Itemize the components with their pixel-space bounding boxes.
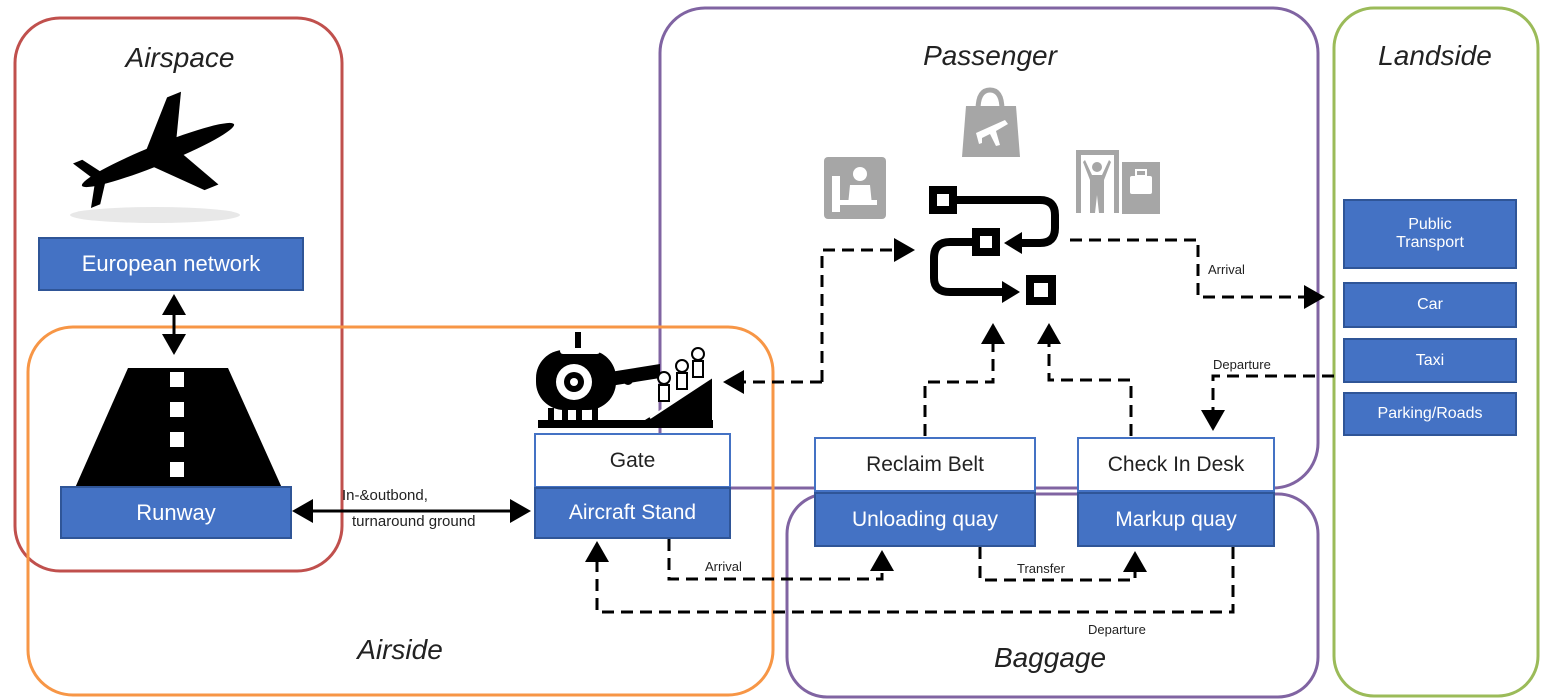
- bag-arrival-label: Arrival: [705, 559, 742, 574]
- process-flow-icon: [929, 186, 1059, 305]
- european-network-box: European network: [38, 237, 304, 291]
- passport-control-icon: [824, 157, 886, 219]
- gate-to-process-connector: [820, 238, 915, 382]
- baggage-arrival-connector: [667, 539, 894, 581]
- car-box: Car: [1343, 282, 1517, 328]
- runway-box: Runway: [60, 486, 292, 539]
- runway-icon: [75, 368, 282, 488]
- security-check-icon: [1076, 150, 1160, 214]
- baggage-region: [785, 492, 1320, 699]
- landside-region: [1332, 6, 1540, 698]
- baggage-transfer-connector: [978, 547, 1147, 582]
- bag-departure-label: Departure: [1088, 622, 1146, 637]
- runway-stand-label-line1: In-&outbond,: [342, 487, 428, 504]
- airside-title: Airside: [357, 634, 443, 665]
- check-in-desk-box: Check In Desk: [1077, 437, 1275, 492]
- passenger-title: Passenger: [923, 40, 1057, 71]
- public-transport-box: Public Transport: [1343, 199, 1517, 269]
- pax-arrival-label: Arrival: [1208, 262, 1245, 277]
- airplane-shadow: [70, 207, 240, 223]
- taxi-box: Taxi: [1343, 338, 1517, 383]
- pax-departure-label: Departure: [1213, 357, 1271, 372]
- gate-box: Gate: [534, 433, 731, 488]
- landside-departure-connector: [1201, 374, 1334, 431]
- landside-arrival-connector: [1070, 238, 1325, 309]
- parking-roads-box: Parking/Roads: [1343, 392, 1517, 436]
- reclaim-to-process-connector: [923, 323, 1005, 436]
- unloading-quay-box: Unloading quay: [814, 492, 1036, 547]
- shopping-bag-icon: [962, 87, 1020, 157]
- landside-title: Landside: [1378, 40, 1492, 71]
- reclaim-belt-box: Reclaim Belt: [814, 437, 1036, 492]
- airside-region: [26, 325, 775, 697]
- baggage-departure-connector: [585, 541, 1235, 614]
- airplane-icon: [72, 91, 235, 208]
- airspace-region: [13, 16, 344, 573]
- markup-quay-box: Markup quay: [1077, 492, 1275, 547]
- airspace-title: Airspace: [125, 42, 235, 73]
- runway-stand-label-line2: turnaround ground: [352, 513, 476, 530]
- checkin-to-process-connector: [1037, 323, 1133, 436]
- aircraft-stand-box: Aircraft Stand: [534, 487, 731, 539]
- aircraft-gate-icon: [536, 332, 715, 428]
- baggage-title: Baggage: [993, 642, 1107, 673]
- bag-transfer-label: Transfer: [1017, 561, 1065, 576]
